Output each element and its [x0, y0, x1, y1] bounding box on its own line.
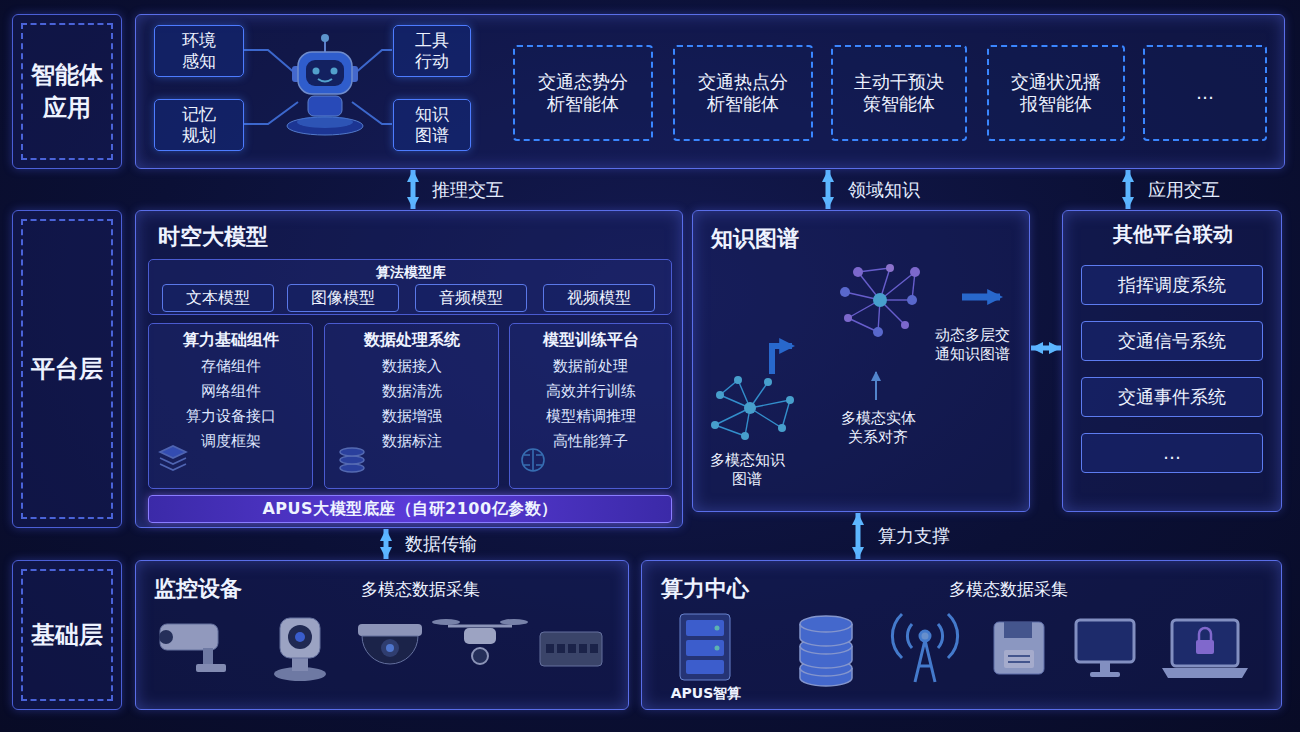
- agent-panel: 环境感知记忆规划 工具行动知识图谱 交通态势分析智能体 交通热点分析智能体 主动干预决策…: [135, 14, 1285, 169]
- node-title: 监控设备: [154, 575, 242, 603]
- node-title: 交通态势分析智能体: [534, 71, 633, 116]
- node-title: 视频模型: [567, 288, 631, 308]
- node-title: 环境感知: [179, 30, 218, 73]
- node-title: 交通事件系统: [1118, 386, 1226, 409]
- base-model-bar: APUS大模型底座（自研2100亿参数）: [148, 495, 672, 523]
- node-text: 算力设备接口: [186, 404, 276, 429]
- compute-panel: 算力中心 多模态数据采集 APUS智算: [641, 560, 1282, 710]
- node-text: 调度框架: [201, 429, 261, 454]
- node-text: 多模态实体关系对齐: [837, 409, 920, 447]
- linkage-panel: 其他平台联动指挥调度系统交通信号系统交通事件系统 …: [1062, 210, 1282, 512]
- node-title: 时空大模型: [158, 223, 268, 251]
- edge-label: 数据传输: [405, 532, 477, 556]
- model-library: 算法模型库文本模型 图像模型 音频模型 视频模型: [148, 259, 672, 315]
- component-box: 数据处理系统数据接入数据清洗数据增强数据标注: [324, 323, 499, 489]
- edge-label: 应用交互: [1148, 178, 1220, 202]
- node-title: 工具行动: [412, 30, 451, 73]
- node-text: 数据标注: [382, 429, 442, 454]
- node-title: 其他平台联动: [1063, 223, 1283, 248]
- node-title: 交通热点分析智能体: [694, 71, 793, 116]
- system-box: …: [1081, 433, 1263, 473]
- node-text: 动态多层交通知识图谱: [931, 326, 1014, 364]
- double-arrow: [411, 170, 416, 209]
- node-title: 平台层: [31, 353, 103, 385]
- node-title: …: [1163, 442, 1181, 465]
- capability-box: 工具行动: [393, 25, 471, 77]
- layer-label: 平台层: [12, 210, 122, 528]
- edge-label: 领域知识: [848, 178, 920, 202]
- component-box: 模型训练平台数据前处理高效并行训练模型精调推理高性能算子: [509, 323, 672, 489]
- system-box: 交通信号系统: [1081, 321, 1263, 361]
- capability-box: 知识图谱: [393, 99, 471, 151]
- node-text: 数据增强: [382, 404, 442, 429]
- node-title: 算法模型库: [149, 262, 673, 282]
- edge-label: 推理交互: [432, 178, 504, 202]
- node-title: …: [1196, 82, 1214, 105]
- node-title: 交通信号系统: [1118, 330, 1226, 353]
- node-text: 高效并行训练: [546, 379, 636, 404]
- model-box: 文本模型: [162, 284, 274, 312]
- model-panel: 时空大模型算法模型库文本模型 图像模型 音频模型 视频模型算力基础组件存储组件网络组件…: [135, 210, 683, 528]
- capability-box: 记忆规划: [154, 99, 244, 151]
- device-panel: 监控设备 多模态数据采集: [135, 560, 629, 710]
- layer-label: 智能体应用: [12, 14, 122, 169]
- node-title: 智能体应用: [30, 59, 104, 124]
- agent-box: 主动干预决策智能体: [831, 45, 967, 141]
- node-text: 多模态知识图谱: [706, 451, 789, 489]
- node-title: 文本模型: [186, 288, 250, 308]
- layer-label: 基础层: [12, 560, 122, 710]
- model-box: 音频模型: [415, 284, 527, 312]
- node-text: 数据接入: [382, 354, 442, 379]
- node-text: 数据清洗: [382, 379, 442, 404]
- double-arrow: [1126, 170, 1131, 209]
- node-text: 多模态数据采集: [361, 579, 480, 600]
- double-arrow: [826, 170, 831, 209]
- agent-box: 交通态势分析智能体: [513, 45, 653, 141]
- double-arrow: [856, 513, 861, 559]
- model-box: 视频模型: [543, 284, 655, 312]
- node-title: APUS大模型底座（自研2100亿参数）: [262, 499, 557, 519]
- edge-label: 算力支撑: [878, 524, 950, 548]
- capability-box: 环境感知: [154, 25, 244, 77]
- node-title: 知识图谱: [711, 225, 799, 253]
- node-text: 网络组件: [201, 379, 261, 404]
- node-text: 数据前处理: [553, 354, 628, 379]
- node-text: 存储组件: [201, 354, 261, 379]
- node-title: 数据处理系统: [364, 330, 460, 350]
- double-arrow: [1031, 346, 1061, 351]
- node-title: 知识图谱: [412, 104, 451, 147]
- node-title: 交通状况播报智能体: [1007, 71, 1106, 116]
- node-title: 主动干预决策智能体: [850, 71, 949, 116]
- node-title: 指挥调度系统: [1118, 274, 1226, 297]
- node-title: 模型训练平台: [543, 330, 639, 350]
- node-title: 记忆规划: [179, 104, 218, 147]
- node-text: 多模态数据采集: [949, 579, 1068, 600]
- node-title: 基础层: [31, 619, 103, 651]
- system-box: 指挥调度系统: [1081, 265, 1263, 305]
- component-box: 算力基础组件存储组件网络组件算力设备接口调度框架: [148, 323, 313, 489]
- system-box: 交通事件系统: [1081, 377, 1263, 417]
- node-title: 算力中心: [661, 575, 749, 603]
- node-title: 音频模型: [439, 288, 503, 308]
- node-text: 高性能算子: [553, 429, 628, 454]
- double-arrow: [384, 529, 389, 559]
- agent-box: 交通热点分析智能体: [673, 45, 813, 141]
- model-box: 图像模型: [287, 284, 399, 312]
- knowledge-panel: 知识图谱多模态知识图谱 多模态实体关系对齐 动态多层交通知识图谱: [692, 210, 1030, 512]
- node-title: 图像模型: [311, 288, 375, 308]
- node-text: APUS智算: [666, 685, 746, 703]
- agent-box: …: [1143, 45, 1267, 141]
- agent-box: 交通状况播报智能体: [987, 45, 1125, 141]
- node-title: 算力基础组件: [183, 330, 279, 350]
- node-text: 模型精调推理: [546, 404, 636, 429]
